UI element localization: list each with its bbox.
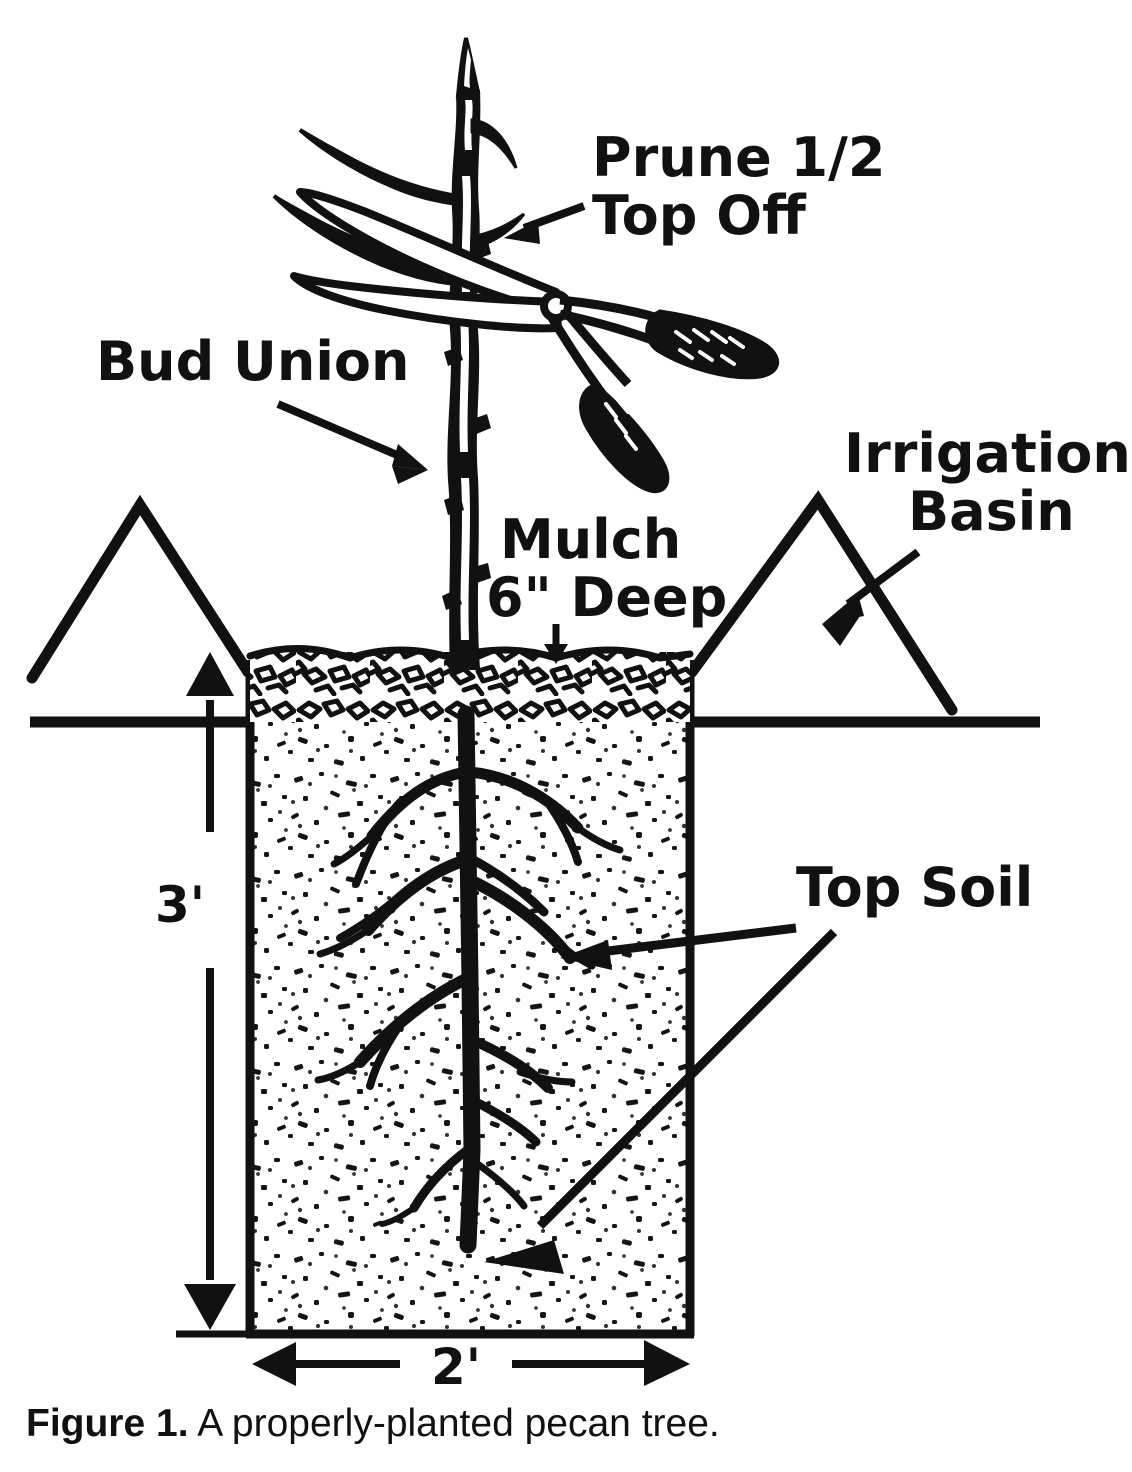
irrigation-basin-label-line1: Irrigation [844, 422, 1131, 485]
mulch-label-line1: Mulch [500, 508, 681, 571]
annotation-mulch: Mulch 6" Deep [486, 508, 727, 664]
width-dimension-label: 2' [431, 1338, 481, 1392]
irrigation-basin-arrow-icon [822, 548, 921, 646]
mulch-arrow-icon [544, 624, 568, 664]
width-arrow-right-icon [644, 1340, 690, 1386]
width-arrow-left-icon [252, 1342, 296, 1386]
depth-arrow-down-icon [184, 1284, 236, 1330]
prune-label-line1: Prune 1/2 [592, 126, 885, 189]
tree-trunk [442, 89, 491, 670]
depth-dimension-label: 3' [155, 876, 205, 934]
depth-arrow-up-icon [186, 652, 234, 696]
dimension-width-2ft: 2' [252, 1338, 690, 1392]
top-soil-label: Top Soil [796, 856, 1033, 919]
irrigation-basin-label-line2: Basin [908, 480, 1075, 543]
irrigation-basin-berm-left [26, 494, 254, 684]
prune-label-line2: Top Off [592, 184, 807, 247]
top-soil-arrow-upper-icon [560, 923, 797, 970]
tree-branch-upper-left [298, 128, 460, 207]
figure-caption-text: A properly-planted pecan tree. [188, 1402, 720, 1445]
pecan-planting-diagram: Prune 1/2 Top Off Bud Union Mulch 6" Dee… [26, 37, 1131, 1392]
tree-branch-right-stub [474, 212, 526, 248]
top-soil-arrow-lower-icon [484, 928, 838, 1274]
dimension-depth-3ft: 3' [155, 652, 260, 1338]
bud-union-arrow-icon [276, 400, 428, 484]
annotation-prune: Prune 1/2 Top Off [504, 126, 885, 247]
annotation-top-soil: Top Soil [484, 856, 1033, 1274]
annotation-irrigation-basin: Irrigation Basin [822, 422, 1131, 646]
pruning-shears-icon [290, 188, 779, 494]
tree-top-shoot [455, 37, 518, 169]
irrigation-basin-berm-right [686, 490, 958, 716]
annotation-bud-union: Bud Union [96, 330, 428, 484]
figure-caption: Figure 1. A properly-planted pecan tree. [26, 1402, 1116, 1447]
prune-arrow-icon [504, 202, 586, 244]
bud-union-label: Bud Union [96, 330, 409, 393]
mulch-label-line2: 6" Deep [486, 566, 727, 629]
figure-caption-label: Figure 1. [26, 1402, 189, 1445]
